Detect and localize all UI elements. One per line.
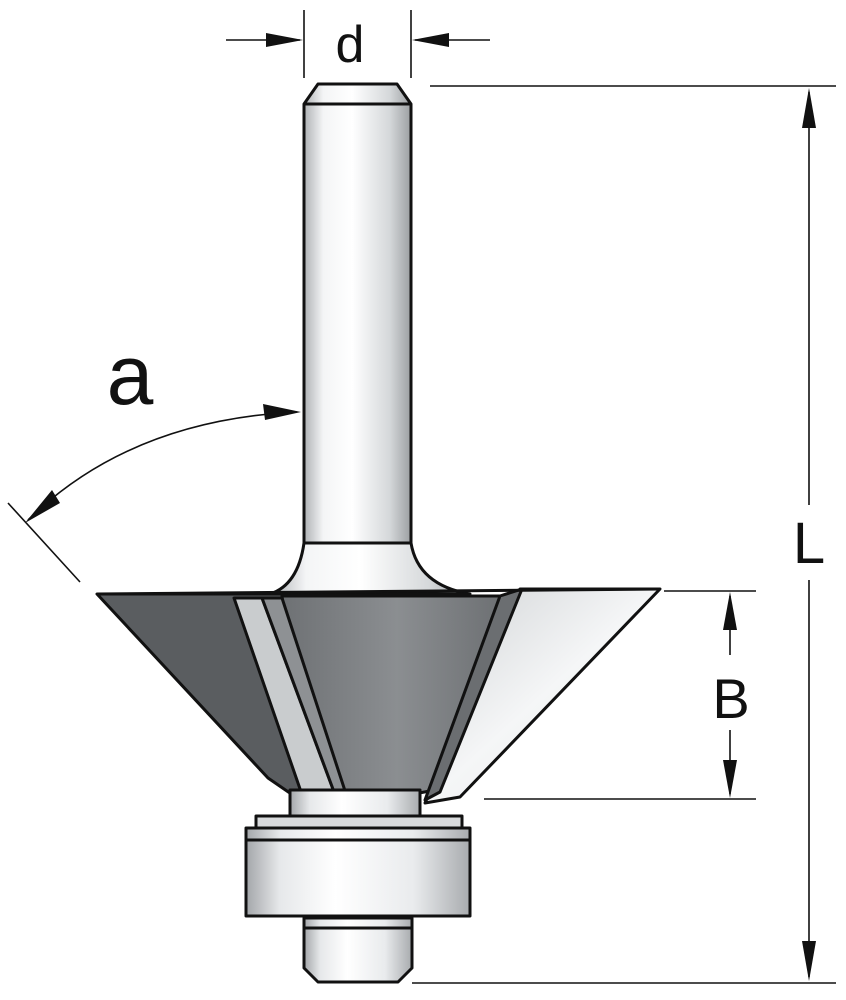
dimension-angle-a: a xyxy=(7,328,301,583)
dimension-d: d xyxy=(226,10,490,78)
shank xyxy=(302,82,413,547)
cutter-top-edge xyxy=(96,587,661,596)
dimension-B: B xyxy=(484,590,756,800)
angle-arc xyxy=(27,411,298,521)
bearing xyxy=(244,826,472,918)
label-L: L xyxy=(793,511,825,576)
arrow-right-icon xyxy=(266,33,303,47)
arrow-down-icon xyxy=(723,760,737,798)
arrow-right-icon xyxy=(263,404,301,420)
dimension-L: L xyxy=(412,85,836,984)
angle-extension-line xyxy=(7,502,81,583)
arrow-up-icon xyxy=(802,88,816,128)
label-d: d xyxy=(336,16,365,74)
shank-fillet xyxy=(268,541,472,596)
arrow-left-icon xyxy=(412,33,449,47)
label-a: a xyxy=(107,328,154,422)
arrow-down-icon xyxy=(802,941,816,981)
router-bit xyxy=(95,82,662,984)
arrow-down-left-icon xyxy=(25,490,60,523)
label-B: B xyxy=(712,667,749,730)
arrow-up-icon xyxy=(723,592,737,630)
pilot-screw xyxy=(302,916,414,984)
bearing-washer xyxy=(254,814,464,830)
